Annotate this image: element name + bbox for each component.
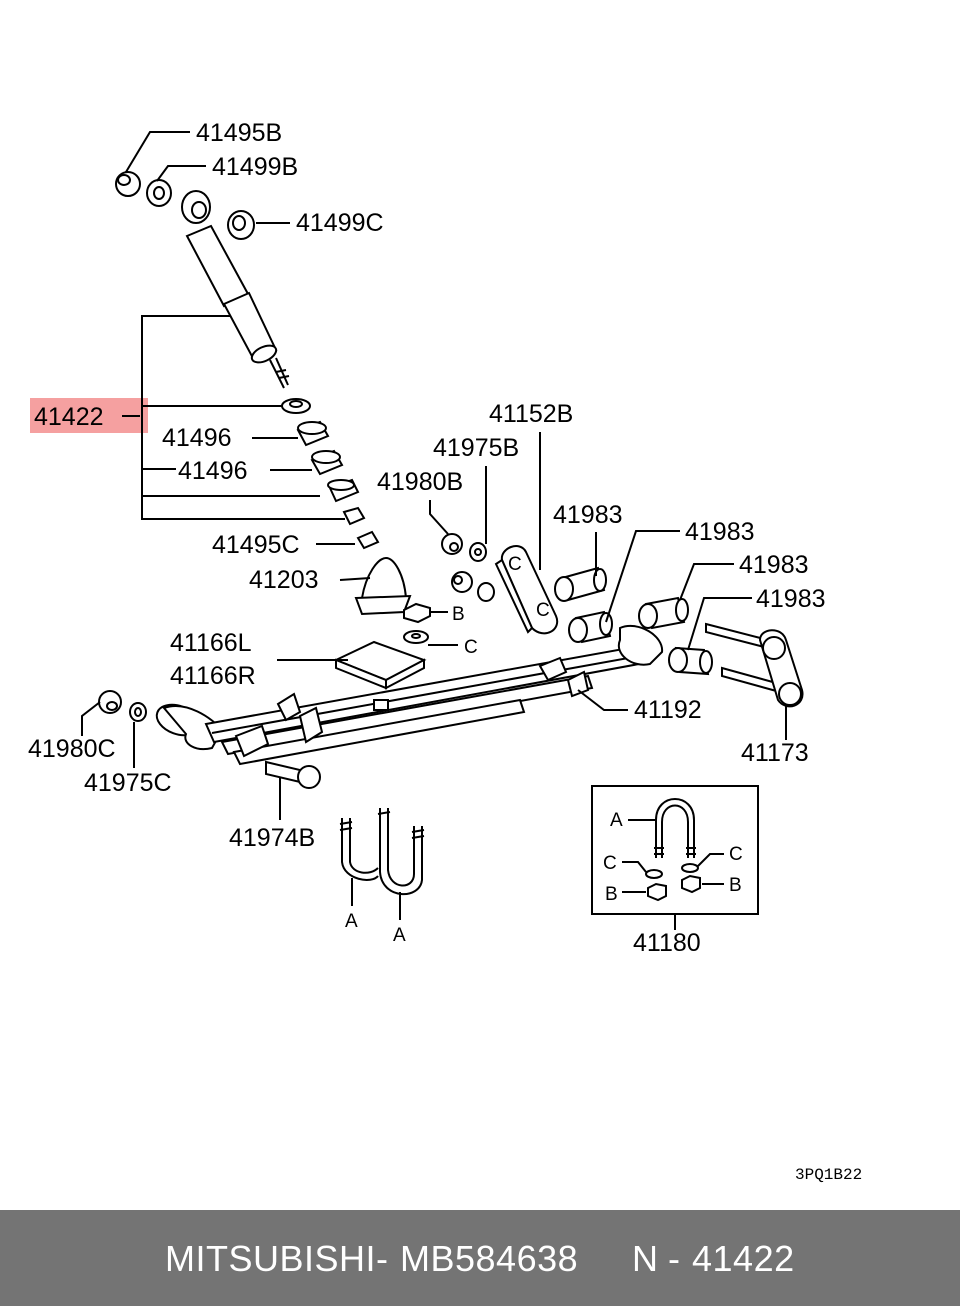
label-41192: 41192 bbox=[634, 696, 702, 724]
svg-text:C: C bbox=[508, 554, 522, 575]
label-41499B: 41499B bbox=[212, 153, 298, 181]
box-key-a: A bbox=[610, 810, 623, 831]
footer-n-label: N bbox=[632, 1238, 659, 1279]
label-41980C: 41980C bbox=[28, 735, 116, 763]
footer-brand: MITSUBISHI bbox=[165, 1238, 377, 1279]
bushings-41983[interactable] bbox=[554, 566, 713, 676]
spring-pad[interactable] bbox=[333, 640, 427, 690]
label-41983-3: 41983 bbox=[739, 551, 809, 579]
shock-bushings[interactable] bbox=[281, 398, 380, 550]
key-c-washer: C bbox=[464, 637, 478, 658]
label-41166R: 41166R bbox=[170, 662, 256, 690]
key-b-nut: B bbox=[452, 604, 465, 625]
label-41180: 41180 bbox=[633, 929, 701, 957]
footer-part-number: MB584638 bbox=[400, 1238, 579, 1279]
front-bushings[interactable] bbox=[98, 690, 147, 722]
box-key-b-right: B bbox=[729, 875, 742, 896]
box-key-c-right: C bbox=[729, 844, 743, 865]
label-41496-upper: 41496 bbox=[162, 424, 232, 452]
bolt-41974B[interactable] bbox=[265, 760, 321, 789]
ubolt-kit-box[interactable] bbox=[591, 785, 759, 915]
shackle-bushings[interactable] bbox=[441, 533, 495, 602]
footer-n-value: 41422 bbox=[692, 1238, 795, 1279]
washer-c[interactable] bbox=[403, 630, 429, 644]
shock-absorber[interactable] bbox=[115, 171, 290, 389]
svg-text:C: C bbox=[536, 600, 550, 621]
diagram-code: 3PQ1B22 bbox=[795, 1166, 862, 1184]
label-41983-2: 41983 bbox=[685, 518, 755, 546]
parts-diagram: 41495B 41499B 41499C 41422 41496 41496 4… bbox=[28, 119, 862, 1184]
label-41980B: 41980B bbox=[377, 468, 463, 496]
box-key-b-left: B bbox=[605, 884, 618, 905]
label-41983-1: 41983 bbox=[553, 501, 623, 529]
label-41495B: 41495B bbox=[196, 119, 282, 147]
label-41975B: 41975B bbox=[433, 434, 519, 462]
label-41495C: 41495C bbox=[212, 531, 300, 559]
label-41173: 41173 bbox=[741, 739, 809, 767]
footer-separator-1: - bbox=[376, 1238, 389, 1279]
label-41974B: 41974B bbox=[229, 824, 315, 852]
key-a-ubolt-1: A bbox=[345, 911, 358, 932]
rear-shackle[interactable] bbox=[705, 622, 804, 708]
footer-bar: MITSUBISHI - MB584638 N - 41422 bbox=[0, 1210, 960, 1306]
label-41152B: 41152B bbox=[489, 400, 573, 428]
shackle-plate[interactable]: C C bbox=[494, 545, 559, 635]
box-key-c-left: C bbox=[603, 853, 617, 874]
footer-separator-2: - bbox=[668, 1238, 681, 1279]
leaf-spring[interactable] bbox=[153, 624, 664, 766]
label-41422[interactable]: 41422 bbox=[34, 403, 104, 431]
label-41983-4: 41983 bbox=[756, 585, 826, 613]
label-41203: 41203 bbox=[249, 566, 319, 594]
label-41975C: 41975C bbox=[84, 769, 172, 797]
nut-b[interactable] bbox=[403, 602, 431, 624]
label-41166L: 41166L bbox=[170, 629, 252, 657]
label-41499C: 41499C bbox=[296, 209, 384, 237]
label-41496-lower: 41496 bbox=[178, 457, 248, 485]
bump-stopper[interactable] bbox=[354, 556, 412, 616]
key-a-ubolt-2: A bbox=[393, 925, 406, 946]
